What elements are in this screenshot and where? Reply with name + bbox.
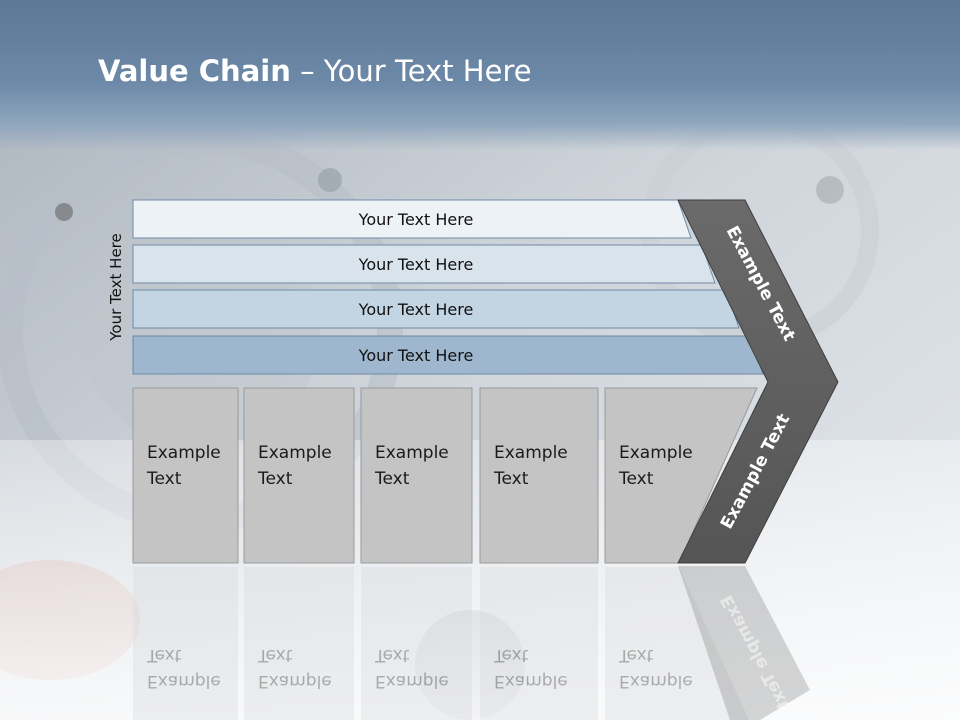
column-text-2-2: Text (257, 469, 293, 489)
column-text-1-2: Text (146, 469, 182, 489)
row-bar-2 (132, 244, 716, 284)
column-text-reflection-4-2: Text (493, 645, 529, 665)
column-text-1-1: Example (147, 443, 221, 463)
title-band (0, 0, 960, 150)
slide-title: Value Chain – Your Text Here (98, 54, 532, 88)
column-text-reflection-3-2: Text (374, 645, 410, 665)
column-box-4 (479, 387, 599, 564)
title-rest: – Your Text Here (290, 54, 532, 88)
row-bar-1 (132, 199, 692, 239)
column-box-2 (243, 387, 355, 564)
column-text-reflection-2-1: Example (258, 671, 332, 691)
column-text-3-1: Example (375, 443, 449, 463)
column-text-reflection-2-2: Text (257, 645, 293, 665)
column-text-5-2: Text (618, 469, 654, 489)
column-text-3-2: Text (374, 469, 410, 489)
column-text-reflection-5-1: Example (619, 671, 693, 691)
row-label-3: Your Text Here (358, 300, 474, 319)
row-label-4: Your Text Here (358, 346, 474, 365)
column-box-1 (132, 387, 239, 564)
column-text-reflection-1-2: Text (146, 645, 182, 665)
row-label-2: Your Text Here (358, 255, 474, 274)
column-box-3 (360, 387, 473, 564)
column-text-reflection-5-2: Text (618, 645, 654, 665)
column-reflection-3 (361, 567, 472, 720)
row-bar-4 (132, 335, 764, 375)
column-text-reflection-3-1: Example (375, 671, 449, 691)
column-text-reflection-1-1: Example (147, 671, 221, 691)
column-reflection-2 (244, 567, 354, 720)
row-label-1: Your Text Here (358, 210, 474, 229)
chevron-arrow (677, 199, 839, 564)
title-bold: Value Chain (98, 54, 291, 88)
column-text-2-1: Example (258, 443, 332, 463)
chevron-reflection (678, 566, 810, 720)
column-reflection-4 (480, 567, 598, 720)
row-bar-3 (132, 289, 740, 329)
column-text-4-2: Text (493, 469, 529, 489)
column-reflection-5 (605, 567, 749, 720)
column-text-reflection-4-1: Example (494, 671, 568, 691)
column-text-5-1: Example (619, 443, 693, 463)
column-text-4-1: Example (494, 443, 568, 463)
column-reflection-1 (133, 567, 238, 720)
